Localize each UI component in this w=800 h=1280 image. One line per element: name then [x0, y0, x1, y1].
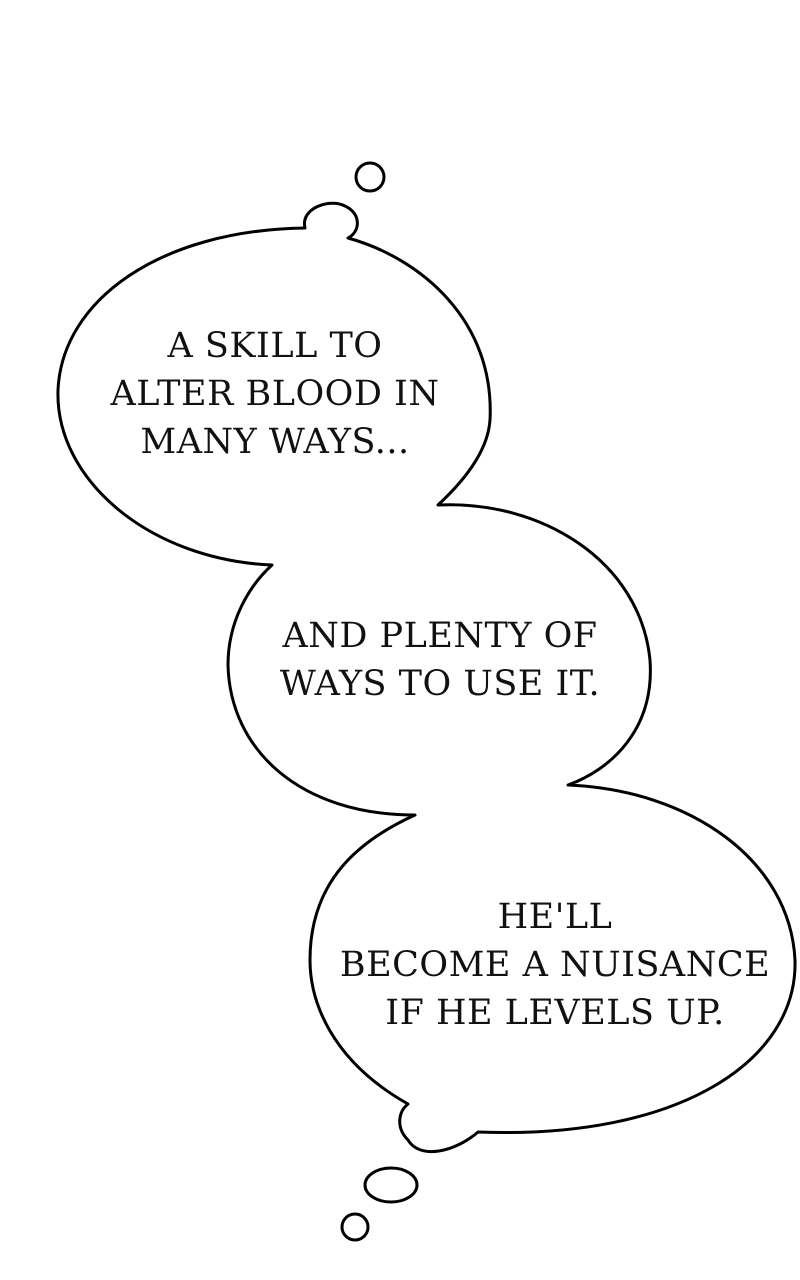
bubble-3-line-1: HE'LL	[497, 897, 613, 937]
bubble-2-line-2: WAYS TO USE IT.	[279, 664, 601, 704]
bubble-1-line-3: MANY WAYS...	[140, 422, 410, 462]
bubble-text-3: HE'LL BECOME A NUISANCE IF HE LEVELS UP.	[335, 893, 775, 1037]
bubble-2-line-1: AND PLENTY OF	[282, 616, 598, 656]
thought-dot-bottom-large	[363, 1166, 419, 1204]
bubble-3-line-2: BECOME A NUISANCE	[339, 945, 771, 985]
bubble-text-1: A SKILL TO ALTER BLOOD IN MANY WAYS...	[95, 322, 455, 466]
bubble-text-2: AND PLENTY OF WAYS TO USE IT.	[255, 612, 625, 708]
thought-cloud-body	[56, 201, 797, 1154]
thought-dot-bottom-small	[340, 1212, 370, 1242]
bubble-1-line-1: A SKILL TO	[167, 326, 383, 366]
thought-dot-top	[354, 161, 386, 193]
bubble-3-line-3: IF HE LEVELS UP.	[385, 993, 725, 1033]
bubble-1-line-2: ALTER BLOOD IN	[110, 374, 440, 414]
